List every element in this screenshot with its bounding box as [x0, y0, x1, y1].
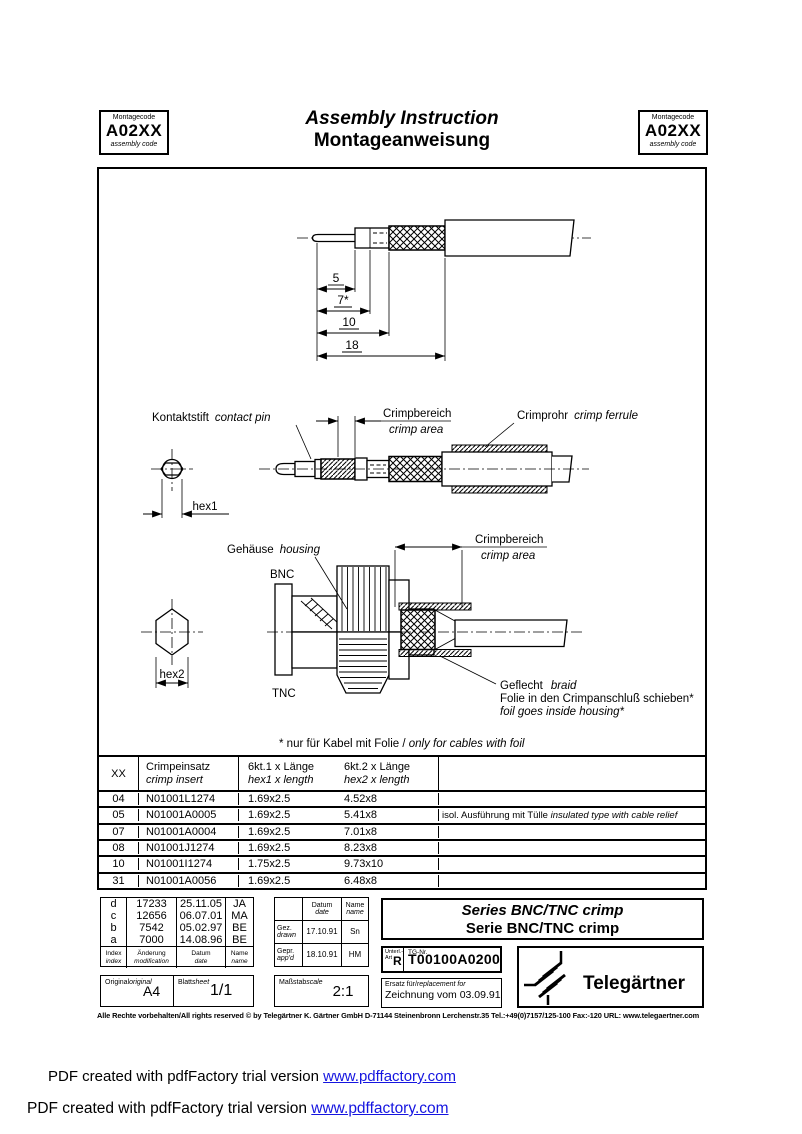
title-english: Assembly Instruction [305, 108, 499, 129]
technical-drawings: 5 7* 10 18 [141, 219, 694, 750]
bnc-coupling-nut [336, 565, 390, 633]
svg-text:crimp area: crimp area [481, 550, 535, 562]
brand-box: Telegärtner [517, 946, 704, 1008]
tnc-coupling-nut [336, 631, 390, 694]
crimp-area-label-1: Crimpbereich [383, 408, 451, 420]
hex2-label: hex2 [160, 669, 185, 681]
doc-type-value: R [393, 954, 402, 968]
scale-value: 2:1 [332, 982, 354, 1000]
montagecode-label: Montagecode [112, 114, 156, 121]
replacement-box: Ersatz für/replacement for Zeichnung vom… [381, 978, 502, 1008]
tnc-label: TNC [272, 688, 296, 700]
title-block: d 17233 25.11.05 JA c 12656 06.07.01 MA … [97, 890, 707, 1030]
hex1-label: hex1 [193, 501, 218, 513]
col-crimp-insert: Crimpeinsatz crimp insert [139, 757, 239, 790]
col-notes [439, 757, 705, 790]
svg-text:crimp area: crimp area [389, 424, 443, 436]
revision-table: d 17233 25.11.05 JA c 12656 06.07.01 MA … [100, 897, 254, 968]
series-title-de: Serie BNC/TNC crimp [465, 919, 620, 937]
crimp-area-label-2: Crimpbereich [475, 534, 543, 546]
revision-row: d 17233 25.11.05 JA [101, 898, 253, 910]
revision-row: b 7542 05.02.97 BE [101, 922, 253, 934]
revision-row: c 12656 06.07.01 MA [101, 910, 253, 922]
tg-number: T00100A0200 [408, 951, 501, 967]
title-german: Montageanweisung [313, 130, 491, 151]
bnc-label: BNC [270, 569, 294, 581]
table-header-row: XX Crimpeinsatz crimp insert 6kt.1 x Län… [99, 757, 705, 792]
series-title-en: Series BNC/TNC crimp [461, 901, 624, 919]
approved-row: Gepr.app'd 18.10.91 HM [275, 944, 368, 966]
dielectric [354, 227, 390, 249]
montagecode-value: A02XX [105, 121, 163, 140]
cable-jacket [444, 219, 575, 257]
montagecode-box-left: Montagecode A02XX assembly code [99, 110, 169, 155]
drawing-frame: 5 7* 10 18 [97, 167, 707, 890]
pdffactory-link[interactable]: www.pdffactory.com [323, 1068, 456, 1085]
hex2-end-view [155, 608, 189, 656]
hex1-end-view [161, 458, 183, 480]
braid [388, 225, 446, 251]
copyright-line: Alle Rechte vorbehalten/All rights reser… [97, 1011, 700, 1020]
foil-note-en: foil goes inside housing* [500, 706, 625, 718]
document-number-box: Unterl.- Art R TG-Nr. T00100A0200 [381, 946, 502, 973]
original-label: Originaloriginal [105, 979, 152, 986]
pdffactory-line-2: PDF created with pdfFactory trial versio… [27, 1100, 449, 1117]
pdffactory-link[interactable]: www.pdffactory.com [311, 1100, 449, 1117]
series-title-box: Series BNC/TNC crimp Serie BNC/TNC crimp [381, 898, 704, 940]
replacement-value: Zeichnung vom 03.09.91 [385, 989, 501, 1001]
footnote: * nur für Kabel mit Folie / only for cab… [279, 738, 525, 750]
drawing-stripped-cable: 5 7* 10 18 [297, 219, 591, 361]
parts-table: XX Crimpeinsatz crimp insert 6kt.1 x Län… [99, 755, 705, 888]
brand-name: Telegärtner [583, 973, 686, 994]
revision-row: a 7000 14.08.96 BE [101, 934, 253, 946]
format-value: A4 [143, 983, 161, 999]
pdffactory-line-1: PDF created with pdfFactory trial versio… [48, 1068, 456, 1085]
scale-label: Maßstabscale [279, 979, 323, 986]
montagecode-sub: assembly code [110, 141, 158, 148]
format-sheet-box: Originaloriginal A4 Blattsheet 1/1 [100, 975, 254, 1007]
cable-jacket [454, 619, 568, 648]
housing-flange [274, 583, 293, 676]
montagecode-box-right: Montagecode A02XX assembly code [638, 110, 708, 155]
col-xx: XX [99, 757, 139, 790]
scale-box: Maßstabscale 2:1 [274, 975, 369, 1007]
dim-7: 7* [337, 293, 349, 307]
dim-18: 18 [345, 338, 359, 352]
center-conductor [311, 233, 358, 243]
sheet-value: 1/1 [210, 982, 233, 999]
document-title: Assembly Instruction Montageanweisung [97, 107, 707, 152]
dim-10: 10 [342, 315, 356, 329]
dim-5: 5 [333, 271, 340, 285]
foil-note-de: Folie in den Crimpanschluß schieben* [500, 693, 694, 705]
folded-braid [400, 609, 436, 651]
sheet-label: Blattsheet [178, 979, 210, 986]
drawn-row: Gez.drawn 17.10.91 Sn [275, 921, 368, 944]
drawing-housing-assembly: hex2 Gehäuse [141, 534, 694, 718]
telegaertner-logo-icon [524, 951, 566, 1005]
